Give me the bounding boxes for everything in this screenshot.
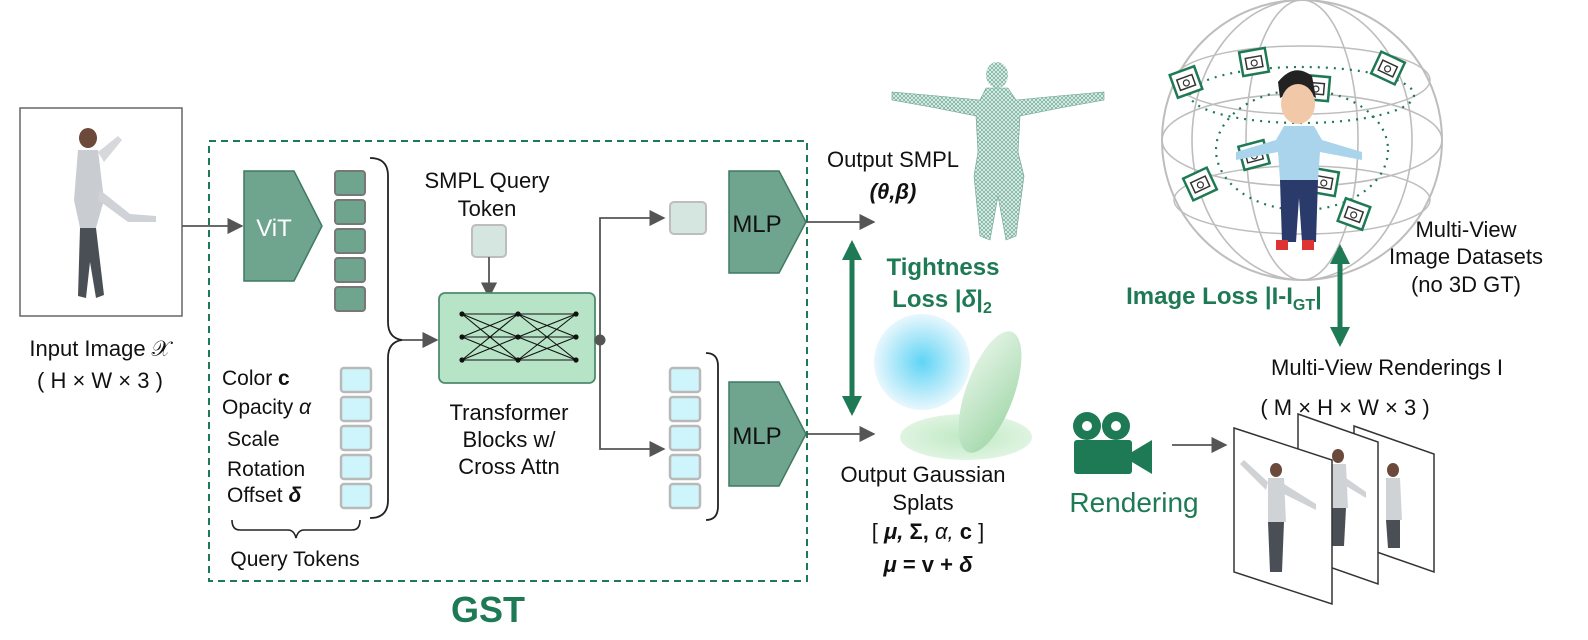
- feature-token: [334, 257, 366, 283]
- multiview-renderings-label: Multi-View Renderings I: [1271, 355, 1503, 380]
- query-token: [339, 482, 373, 510]
- query-tokens-brace: [231, 519, 361, 539]
- output-gaussian-params: [ μ, Σ, α, c ]: [872, 519, 984, 544]
- gst-box: [208, 140, 808, 582]
- smpl-query-line1: SMPL Query: [424, 168, 549, 193]
- tokens-group-brace: [369, 157, 403, 519]
- output-gaussian-equation: μ = v + δ: [882, 552, 973, 577]
- multiview-sphere: [1161, 0, 1443, 281]
- query-token: [339, 424, 373, 452]
- query-offset-label: Offset δ: [227, 484, 301, 507]
- camera-icon: [1168, 64, 1204, 100]
- gaussian-token: [668, 453, 702, 481]
- multiview-renderings-dims: ( M × H × W × 3 ): [1260, 395, 1429, 420]
- mlp-bottom-block: MLP: [728, 381, 807, 487]
- image-loss-label: Image Loss |I-IGT|: [1126, 283, 1322, 314]
- vit-block: ViT: [243, 170, 323, 282]
- tightness-loss-line1: Tightness: [887, 254, 1000, 281]
- rendered-view: [1233, 426, 1333, 606]
- feature-token: [334, 286, 366, 312]
- camera-icon: [1369, 49, 1407, 87]
- output-gaussian-line1: Output Gaussian: [840, 462, 1005, 487]
- feature-token: [334, 199, 366, 225]
- tightness-loss-line2: Loss |δ|2: [892, 286, 992, 317]
- network-icon: [461, 313, 577, 361]
- input-image-dims: ( H × W × 3 ): [37, 368, 163, 393]
- multiview-datasets-line3: (no 3D GT): [1411, 272, 1521, 297]
- avatar-figure: [1236, 70, 1362, 250]
- smpl-query-token: [471, 224, 507, 258]
- camera-icon: [1181, 165, 1219, 203]
- transformer-block: [438, 292, 596, 384]
- query-scale-label: Scale: [227, 428, 280, 451]
- transformer-line2: Blocks w/: [463, 427, 557, 452]
- gaussian-splats-illustration: [874, 314, 1032, 460]
- camera-icon: [1336, 196, 1372, 232]
- gaussian-token: [668, 366, 702, 394]
- feature-token: [334, 228, 366, 254]
- query-token: [339, 366, 373, 394]
- query-opacity-label: Opacity α: [222, 396, 312, 419]
- query-rotation-label: Rotation: [227, 458, 305, 481]
- feature-token: [334, 170, 366, 196]
- query-token: [339, 395, 373, 423]
- arrow-to-smpl-token-out: [599, 209, 666, 340]
- output-smpl-label: Output SMPL: [827, 147, 959, 172]
- gaussian-token: [668, 424, 702, 452]
- vit-label: ViT: [256, 215, 292, 242]
- mlp-top-label: MLP: [732, 211, 781, 238]
- query-tokens: [339, 366, 373, 510]
- person-figure: [74, 128, 156, 298]
- smpl-mesh-figure: [891, 62, 1105, 241]
- transformer-line3: Cross Attn: [458, 454, 559, 479]
- gaussian-token: [668, 482, 702, 510]
- video-camera-icon: [1073, 412, 1152, 474]
- gaussian-tokens-brace: [705, 352, 719, 521]
- query-color-label: Color c: [222, 367, 290, 390]
- smpl-query-line2: Token: [458, 196, 517, 221]
- camera-icon: [1237, 46, 1271, 78]
- vit-feature-tokens: [334, 170, 366, 312]
- gst-label: GST: [451, 589, 525, 630]
- transformer-line1: Transformer: [450, 400, 569, 425]
- multiview-datasets-line1: Multi-View: [1415, 217, 1516, 242]
- rendered-views-stack: [1233, 412, 1435, 606]
- gaussian-token: [668, 395, 702, 423]
- input-image: [19, 107, 183, 317]
- smpl-output-token: [669, 201, 707, 235]
- query-token: [339, 453, 373, 481]
- rendering-label: Rendering: [1069, 487, 1198, 518]
- output-gaussian-line2: Splats: [892, 490, 953, 515]
- gaussian-output-tokens: [668, 366, 702, 510]
- query-tokens-caption: Query Tokens: [230, 548, 359, 571]
- mlp-top-block: MLP: [728, 170, 807, 274]
- input-image-label: Input Image 𝒳: [29, 336, 173, 361]
- multiview-datasets-line2: Image Datasets: [1389, 244, 1543, 269]
- arrow-to-gaussian-tokens-out: [599, 340, 666, 458]
- output-smpl-params: (θ,β): [870, 179, 917, 204]
- mlp-bottom-label: MLP: [732, 423, 781, 450]
